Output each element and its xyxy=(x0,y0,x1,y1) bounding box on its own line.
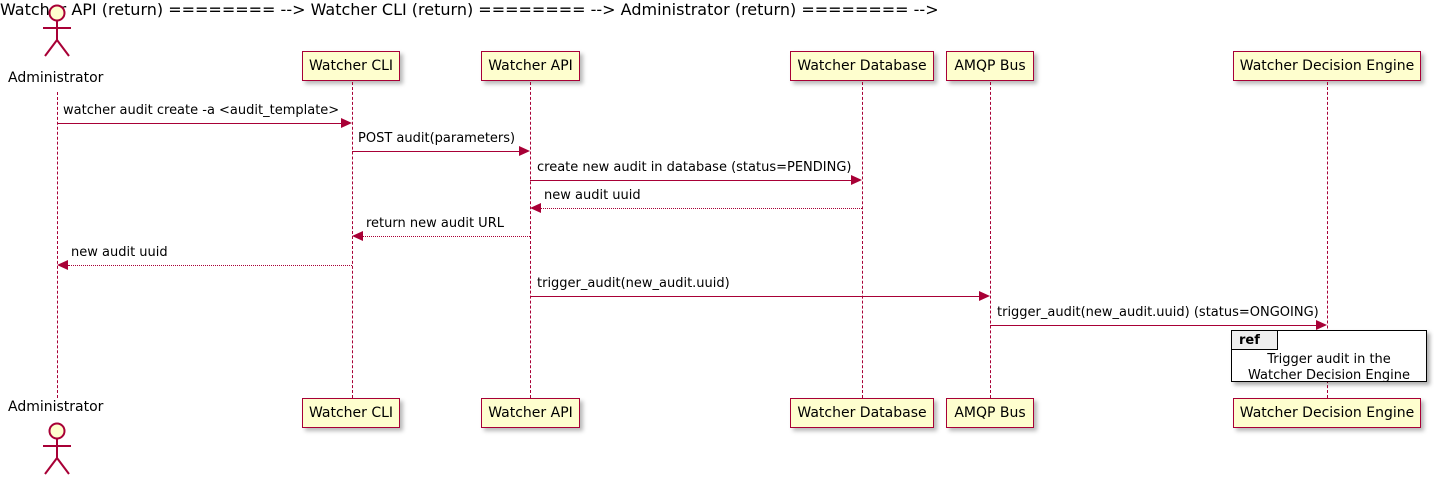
message-label-6: trigger_audit(new_audit.uuid) xyxy=(537,276,730,291)
message-label-3: new audit uuid xyxy=(544,188,641,203)
message-line-6 xyxy=(530,296,979,297)
participant-watcher-cli-top[interactable]: Watcher CLI xyxy=(302,51,400,81)
lifeline-watcher-decision-engine xyxy=(1327,82,1328,398)
participant-amqp-bus-top[interactable]: AMQP Bus xyxy=(946,51,1034,81)
message-line-3 xyxy=(541,208,862,209)
actor-administrator-top xyxy=(33,2,81,64)
message-label-0: watcher audit create -a <audit_template> xyxy=(63,103,340,118)
message-label-7: trigger_audit(new_audit.uuid) (status=ON… xyxy=(997,305,1319,320)
lifeline-watcher-database xyxy=(862,82,863,398)
participant-watcher-api-top[interactable]: Watcher API xyxy=(481,51,580,81)
ref-frame: ref Trigger audit in the Watcher Decisio… xyxy=(1231,330,1427,384)
message-label-4: return new audit URL xyxy=(366,216,504,231)
message-line-1 xyxy=(352,151,519,152)
message-line-5 xyxy=(68,265,352,266)
message-label-1: POST audit(parameters) xyxy=(358,131,516,146)
participant-watcher-decision-engine-bottom[interactable]: Watcher Decision Engine xyxy=(1233,398,1421,428)
participant-watcher-decision-engine-top[interactable]: Watcher Decision Engine xyxy=(1233,51,1421,81)
message-label-5: new audit uuid xyxy=(71,245,168,260)
message-arrowhead-1 xyxy=(519,146,530,156)
actor-label-administrator-top: Administrator xyxy=(8,70,104,86)
participant-watcher-database-bottom[interactable]: Watcher Database xyxy=(790,398,934,428)
message-arrowhead-0 xyxy=(341,118,352,128)
participant-watcher-api-bottom[interactable]: Watcher API xyxy=(481,398,580,428)
message-line-4 xyxy=(363,236,530,237)
participant-amqp-bus-bottom[interactable]: AMQP Bus xyxy=(946,398,1034,428)
message-arrowhead-3 xyxy=(530,203,541,213)
lifeline-amqp-bus xyxy=(990,82,991,398)
participant-watcher-database-top[interactable]: Watcher Database xyxy=(790,51,934,81)
participant-watcher-cli-bottom[interactable]: Watcher CLI xyxy=(302,398,400,428)
lifeline-administrator xyxy=(57,92,58,398)
ref-frame-line-1: Watcher Decision Engine xyxy=(1248,368,1410,383)
actor-administrator-bottom xyxy=(33,420,81,484)
message-line-7 xyxy=(990,325,1316,326)
message-line-2 xyxy=(530,180,851,181)
actor-stick-figure-icon xyxy=(43,4,71,57)
lifeline-watcher-api xyxy=(530,82,531,398)
message-arrowhead-5 xyxy=(57,260,68,270)
ref-frame-tab-label: ref xyxy=(1232,331,1278,350)
ref-frame-body: Trigger audit in the Watcher Decision En… xyxy=(1232,352,1426,384)
message-arrowhead-2 xyxy=(851,175,862,185)
message-arrowhead-4 xyxy=(352,231,363,241)
message-line-0 xyxy=(57,123,342,124)
actor-stick-figure-icon xyxy=(43,422,71,475)
actor-label-administrator-bottom: Administrator xyxy=(8,399,104,415)
message-arrowhead-6 xyxy=(979,291,990,301)
message-arrowhead-7 xyxy=(1316,320,1327,330)
message-label-2: create new audit in database (status=PEN… xyxy=(537,160,852,175)
ref-frame-line-0: Trigger audit in the xyxy=(1267,352,1391,367)
